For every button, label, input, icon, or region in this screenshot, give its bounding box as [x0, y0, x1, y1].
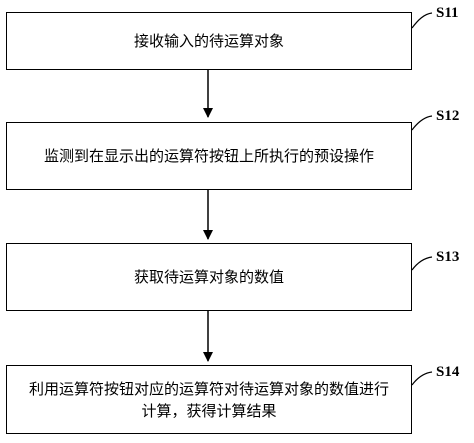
step-label-s13: S13 [436, 249, 460, 265]
leader-s11 [411, 12, 433, 29]
step-label-s11: S11 [436, 5, 459, 21]
step-text-s14: 利用运算符按钮对应的运算符对待运算对象的数值进行计算，获得计算结果 [28, 379, 389, 420]
step-box-s13: 获取待运算对象的数值 [6, 243, 412, 311]
step-text-s11: 接收输入的待运算对象 [133, 32, 284, 50]
step-box-s12: 监测到在显示出的运算符按钮上所执行的预设操作 [6, 122, 412, 190]
step-label-s12: S12 [436, 108, 460, 124]
leader-s14 [411, 371, 433, 386]
step-label-s14: S14 [436, 364, 460, 380]
leader-s12 [411, 115, 433, 131]
step-text-s13: 获取待运算对象的数值 [133, 268, 284, 286]
step-box-s11: 接收输入的待运算对象 [6, 12, 412, 70]
step-text-s12: 监测到在显示出的运算符按钮上所执行的预设操作 [43, 147, 374, 165]
step-box-s14: 利用运算符按钮对应的运算符对待运算对象的数值进行计算，获得计算结果 [6, 365, 412, 434]
leader-s13 [411, 256, 433, 271]
